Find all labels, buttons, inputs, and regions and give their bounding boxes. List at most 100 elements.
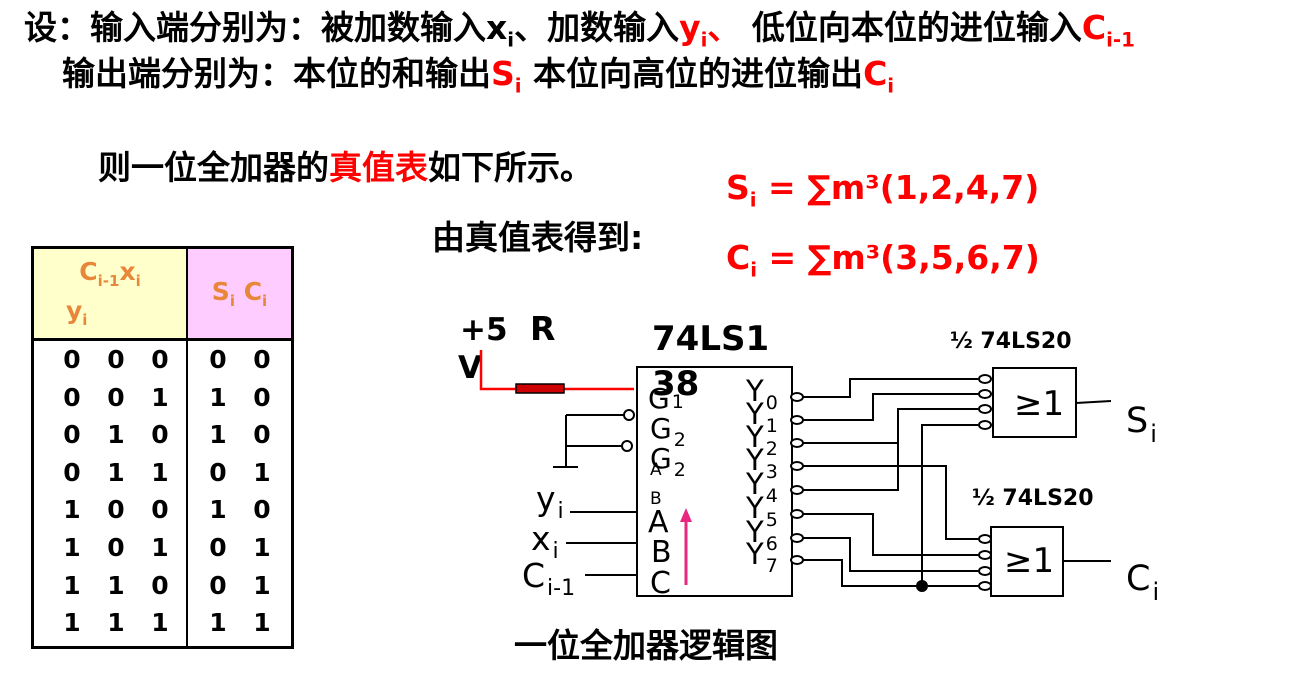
gate-label-2: ½ 74LS20 — [972, 486, 1094, 511]
chip-name-2: 38 — [652, 364, 699, 404]
truth-table-cell: 1 — [253, 532, 271, 562]
var-c-in: Ci-1 — [1081, 8, 1135, 52]
var-c-out: Ci — [863, 54, 895, 98]
var-s: Si — [491, 54, 522, 98]
truth-table-intro: 则一位全加器的真值表如下所示。 — [98, 148, 593, 187]
output-bubble — [790, 509, 804, 519]
intro-line-1-text: 设：输入端分别为：被加数输入 — [24, 8, 486, 47]
junction-dot — [916, 580, 928, 592]
truth-table-cell: 1 — [151, 608, 169, 638]
var-y: yi、 — [679, 8, 741, 52]
truth-table-highlight: 真值表 — [329, 148, 428, 187]
truth-table-cell: 0 — [151, 495, 169, 525]
input-x: xi — [531, 519, 559, 564]
inv-bubble — [621, 440, 633, 452]
supply-label: +5 — [460, 312, 508, 348]
truth-table-cell: 1 — [151, 382, 169, 412]
order-arrowhead — [680, 508, 692, 522]
truth-table-cell: 1 — [253, 608, 271, 638]
output-s: Si — [1126, 401, 1157, 448]
truth-table-cell: 0 — [107, 382, 125, 412]
intro-line-2: 输出端分别为：本位的和输出Si 本位向高位的进位输出Ci — [62, 52, 894, 109]
resistor-label: R — [530, 309, 555, 348]
truth-table-cell: 1 — [63, 608, 81, 638]
truth-table-cell: 1 — [209, 382, 227, 412]
truth-table-cell: 1 — [63, 495, 81, 525]
output-bubble — [790, 533, 804, 543]
intro-line-2-text: 输出端分别为：本位的和输出 — [62, 54, 491, 93]
inv-bubble — [623, 409, 635, 421]
sum-out-wire — [1075, 400, 1112, 404]
pin-c: C — [650, 566, 671, 601]
output-bubble — [790, 461, 804, 471]
truth-table-cell: 1 — [107, 570, 125, 600]
input-c: Ci-1 — [522, 556, 575, 601]
truth-table-cell: 1 — [209, 495, 227, 525]
pin-g2b-tag: B — [650, 489, 662, 509]
pin-a: A — [648, 505, 669, 540]
chip-name-1: 74LS1 — [652, 319, 769, 359]
truth-table-cell: 1 — [107, 608, 125, 638]
truth-table-cell: 0 — [63, 382, 81, 412]
gate1-wires — [803, 378, 978, 587]
truth-table-cell: 1 — [209, 420, 227, 450]
gate-carry — [990, 526, 1064, 597]
output-bubble — [790, 555, 804, 565]
output-bubble — [790, 392, 804, 402]
supply-wire — [479, 350, 634, 391]
truth-table-cell: 0 — [63, 457, 81, 487]
truth-table-cell: 1 — [107, 457, 125, 487]
truth-table-cell: 0 — [63, 345, 81, 374]
derive-label: 由真值表得到: — [432, 218, 644, 257]
truth-table-cell: 0 — [151, 345, 169, 374]
truth-table-cell: 1 — [151, 532, 169, 562]
truth-table-cell: 1 — [253, 457, 271, 487]
truth-table-cell: 1 — [151, 457, 169, 487]
gate-input-bubbles — [978, 374, 992, 591]
formula-carry: Ci = ∑m³(3,5,6,7) — [726, 238, 1040, 282]
truth-table-cell: 0 — [107, 495, 125, 525]
enable-wires — [553, 414, 624, 468]
truth-table-cell: 1 — [63, 570, 81, 600]
intro-line-1-mid2: 低位向本位的进位输入 — [740, 8, 1082, 47]
decoder-chip — [636, 366, 793, 597]
truth-table-cell: 0 — [209, 532, 227, 562]
output-bubble — [790, 415, 804, 425]
truth-table-cell: 0 — [209, 457, 227, 487]
pin-b: B — [651, 535, 672, 570]
truth-table-cell: 0 — [253, 382, 271, 412]
output-bubble — [790, 485, 804, 495]
truth-table-cell: 0 — [253, 345, 271, 374]
diagram-caption: 一位全加器逻辑图 — [514, 626, 778, 665]
output-bubble — [790, 438, 804, 448]
truth-table-input-header: Ci-1xi yi — [31, 246, 188, 341]
output-bubbles — [790, 392, 804, 565]
truth-table-cell: 0 — [151, 420, 169, 450]
intro-line-2-mid: 本位向高位的进位输出 — [521, 54, 864, 93]
truth-table-cell: 0 — [63, 420, 81, 450]
resistor — [515, 383, 565, 394]
truth-table-cell: 0 — [107, 345, 125, 374]
input-wires — [566, 511, 637, 576]
